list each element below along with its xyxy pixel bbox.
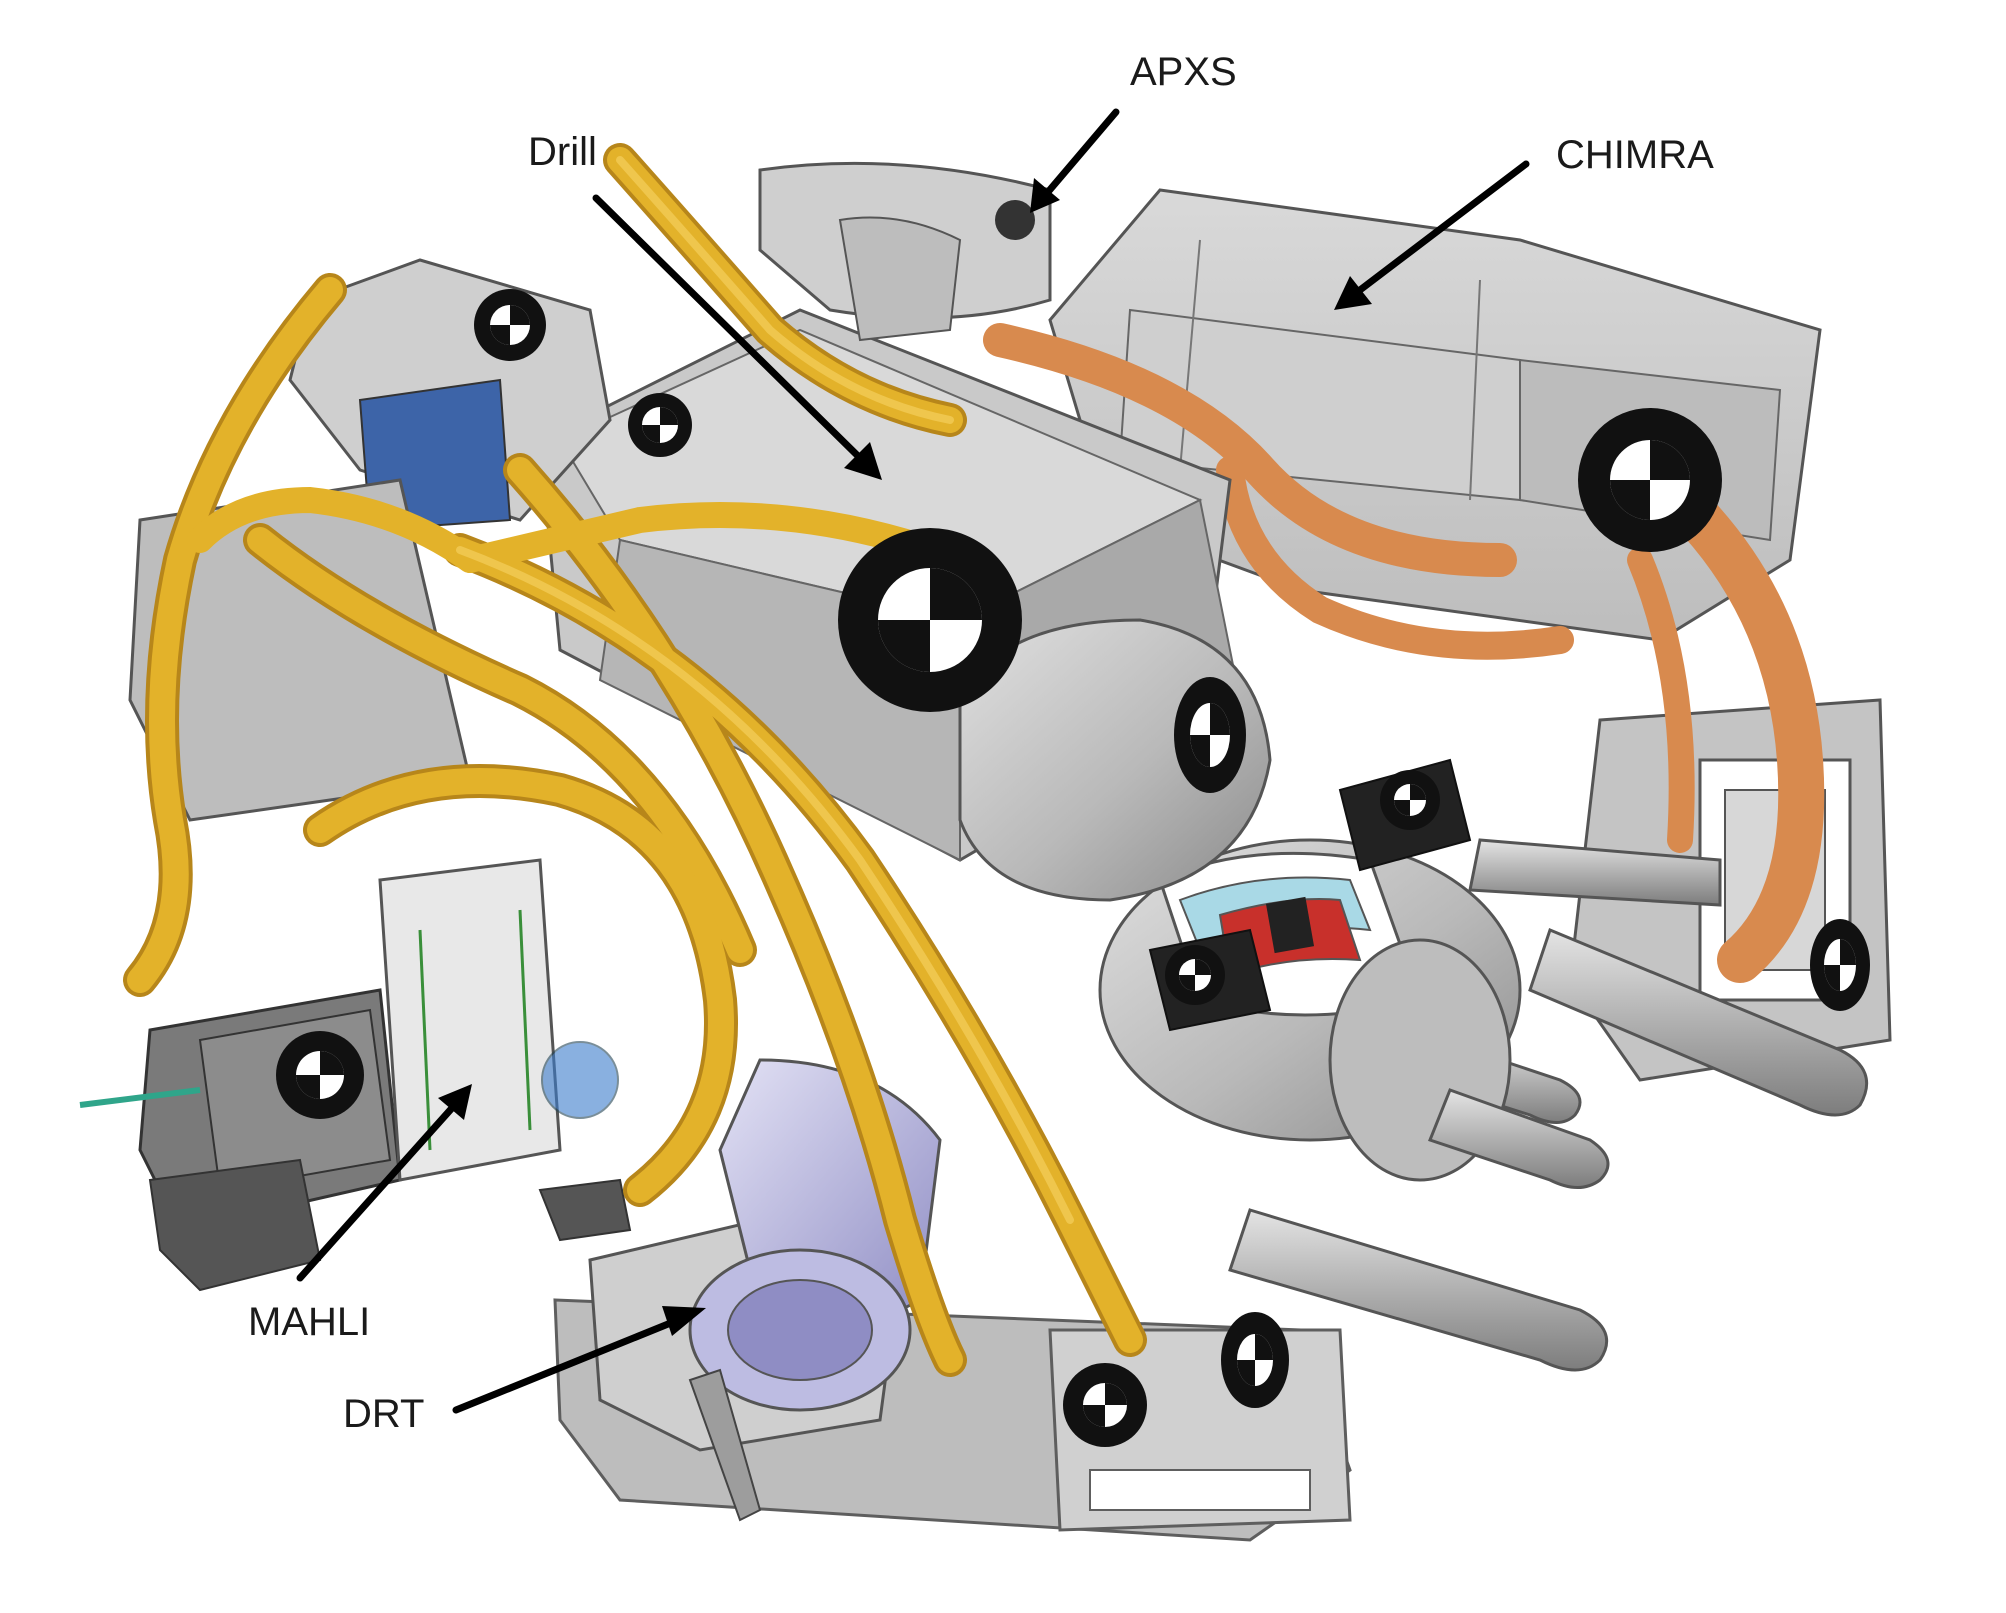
fiducial-target-icon bbox=[1174, 677, 1246, 793]
fiducial-target-icon bbox=[628, 393, 692, 457]
leader-line-mahli bbox=[296, 1104, 456, 1282]
leader-line-apxs bbox=[1044, 108, 1120, 196]
callout-drill: Drill bbox=[528, 130, 882, 480]
arrowhead-chimra bbox=[1334, 276, 1372, 310]
fiducial-target-icon bbox=[1165, 945, 1225, 1005]
callout-label-drill: Drill bbox=[528, 130, 597, 174]
callout-label-mahli: MAHLI bbox=[248, 1300, 370, 1344]
yellow-cable-bundles bbox=[123, 143, 1147, 1377]
callout-label-apxs: APXS bbox=[1130, 50, 1237, 94]
fiducial-target-icon bbox=[1810, 919, 1870, 1011]
callout-label-chimra: CHIMRA bbox=[1556, 133, 1714, 177]
arrowhead-mahli bbox=[438, 1084, 472, 1120]
callout-apxs: APXS bbox=[1030, 50, 1237, 213]
fiducial-target-icon bbox=[1380, 770, 1440, 830]
apxs-head bbox=[758, 161, 1052, 342]
fiducial-target-icon bbox=[1063, 1363, 1147, 1447]
rotary-assembly bbox=[1098, 838, 1610, 1189]
callout-mahli: MAHLI bbox=[248, 1084, 472, 1344]
leader-line-drill bbox=[592, 194, 862, 460]
leader-line-drt bbox=[452, 1316, 682, 1414]
leader-line-chimra bbox=[1356, 160, 1530, 294]
callout-drt: DRT bbox=[343, 1306, 706, 1436]
callout-chimra: CHIMRA bbox=[1334, 133, 1714, 310]
robotic-arm-turret-illustration bbox=[79, 143, 1892, 1542]
fiducial-target-icon bbox=[276, 1031, 364, 1119]
fiducial-target-icon bbox=[1221, 1312, 1289, 1408]
arrowhead-apxs bbox=[1030, 178, 1060, 213]
callout-label-drt: DRT bbox=[343, 1392, 424, 1436]
arrowhead-drill bbox=[844, 442, 882, 480]
arrowhead-drt bbox=[662, 1306, 706, 1336]
fiducial-target-icon bbox=[1578, 408, 1722, 552]
fiducial-targets bbox=[276, 289, 1870, 1447]
callouts: APXS Drill CHIMRA MAHLI DRT bbox=[248, 50, 1714, 1436]
fiducial-target-icon bbox=[474, 289, 546, 361]
fiducial-target-icon bbox=[838, 528, 1022, 712]
